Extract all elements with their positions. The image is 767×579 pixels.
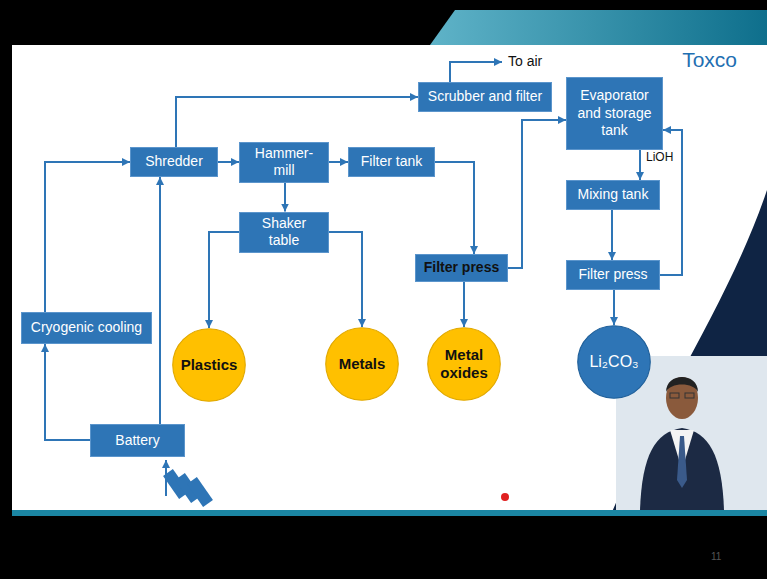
footer-line bbox=[12, 510, 767, 516]
node-text: Evaporator and storage tank bbox=[572, 87, 657, 140]
node-text: Scrubber and filter bbox=[428, 88, 542, 106]
process-box: Evaporator and storage tank bbox=[566, 77, 663, 150]
circle-shape bbox=[173, 329, 246, 402]
flow-arrow bbox=[218, 161, 239, 163]
page-number: 11 bbox=[711, 551, 721, 562]
presenter-tie bbox=[677, 436, 687, 488]
node-text: Shaker table bbox=[245, 215, 323, 250]
node-text: Shredder bbox=[145, 153, 203, 171]
node-text: Li₂CO₃ bbox=[589, 352, 638, 371]
presenter-hair bbox=[666, 377, 698, 392]
flow-arrow bbox=[508, 120, 566, 268]
input-label: LiOH bbox=[646, 150, 673, 164]
presenter-glasses bbox=[685, 393, 694, 398]
slide-area bbox=[12, 45, 767, 512]
process-box: Filter tank bbox=[348, 147, 435, 177]
node-text: Mixing tank bbox=[578, 186, 649, 204]
process-box: Shredder bbox=[130, 147, 218, 177]
header-band bbox=[430, 10, 767, 45]
flow-arrow bbox=[329, 161, 348, 163]
node-text: Metals bbox=[339, 355, 386, 373]
product-circle: Metals bbox=[325, 327, 399, 401]
input-arrow bbox=[165, 460, 167, 496]
flow-arrow bbox=[45, 162, 130, 312]
process-box: Filter press bbox=[566, 260, 660, 290]
flow-arrow bbox=[176, 97, 418, 147]
battery-icon bbox=[163, 469, 213, 507]
battery-cell bbox=[187, 477, 213, 507]
circle-shape bbox=[428, 328, 501, 401]
circle-shape bbox=[326, 328, 399, 401]
process-box: Scrubber and filter bbox=[418, 82, 552, 112]
flow-arrow bbox=[284, 183, 286, 212]
node-text: Metal oxides bbox=[435, 346, 493, 382]
flow-arrow bbox=[463, 282, 465, 327]
pointer-dot bbox=[501, 493, 509, 501]
process-box: Filter press bbox=[415, 254, 508, 282]
product-circle: Li₂CO₃ bbox=[577, 325, 651, 399]
node-text: Filter press bbox=[578, 266, 647, 284]
flow-arrow bbox=[613, 290, 615, 325]
product-circle: Plastics bbox=[172, 328, 246, 402]
process-box: Mixing tank bbox=[566, 180, 660, 210]
circle-shape bbox=[578, 326, 651, 399]
node-text: Filter press bbox=[424, 259, 499, 277]
presenter-jacket bbox=[640, 428, 724, 510]
node-text: Battery bbox=[115, 432, 159, 450]
presenter-head bbox=[666, 377, 698, 419]
exhaust-arrow bbox=[450, 62, 502, 82]
node-text: Filter tank bbox=[361, 153, 422, 171]
flow-arrow bbox=[329, 232, 362, 327]
flow-arrow bbox=[45, 344, 90, 440]
process-box: Shaker table bbox=[239, 212, 329, 253]
node-text: Plastics bbox=[181, 356, 238, 374]
presenter-glasses bbox=[670, 393, 679, 398]
product-circle: Metal oxides bbox=[427, 327, 501, 401]
process-box: Battery bbox=[90, 424, 185, 457]
slide-title: Toxco bbox=[682, 48, 737, 72]
node-text: Cryogenic cooling bbox=[31, 319, 142, 337]
flow-arrow bbox=[639, 150, 641, 180]
flow-arrow bbox=[159, 177, 161, 424]
process-box: Cryogenic cooling bbox=[21, 312, 152, 344]
flow-arrow bbox=[611, 210, 613, 260]
process-box: Hammer-mill bbox=[239, 142, 329, 183]
node-text: Hammer-mill bbox=[245, 145, 323, 180]
flow-arrow bbox=[435, 162, 474, 254]
flow-arrow bbox=[209, 232, 239, 328]
outlet-label: To air bbox=[508, 53, 542, 69]
